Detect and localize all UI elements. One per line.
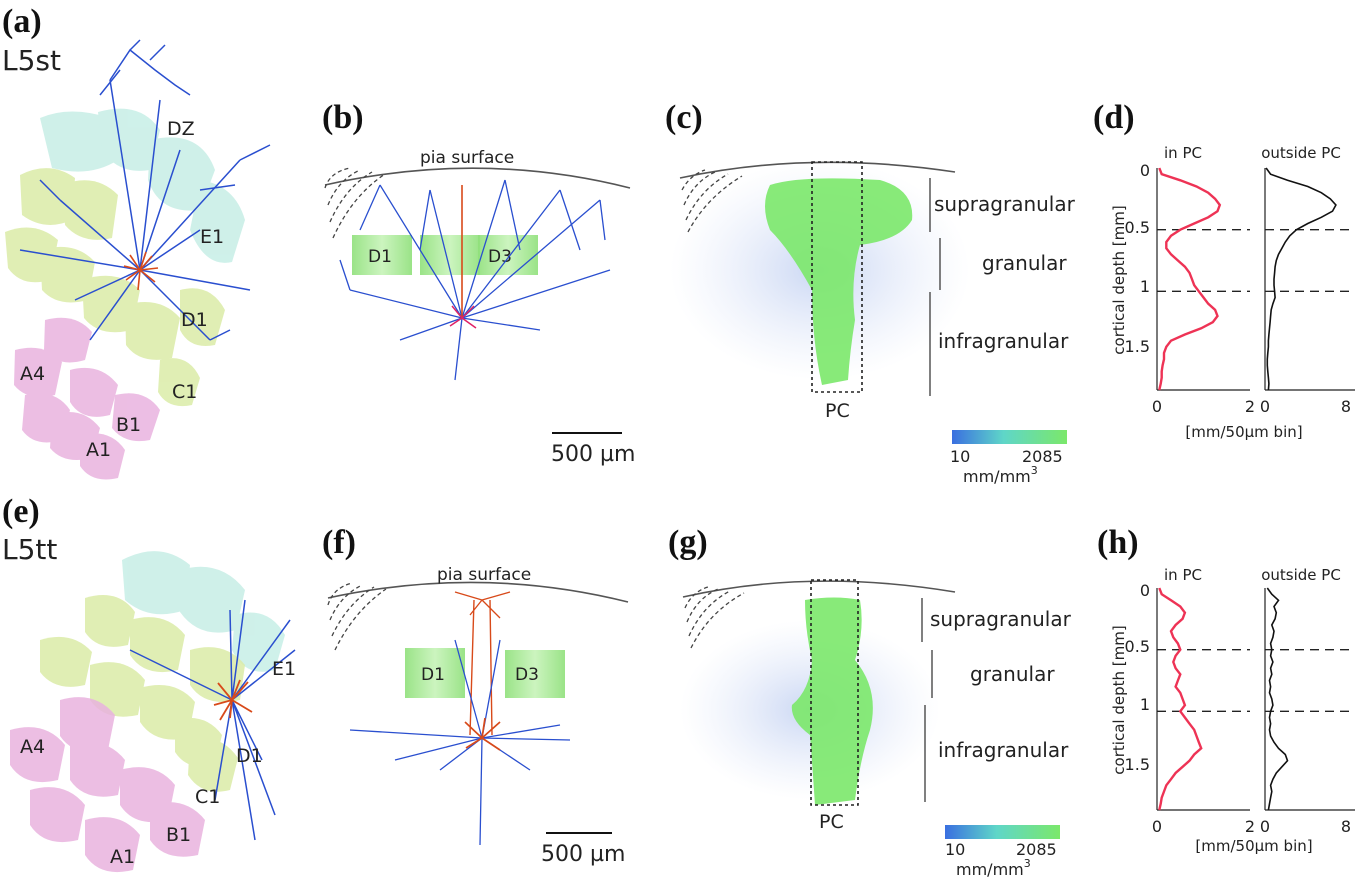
reconstruction-top: pia surface D1 D3 500 µm — [324, 148, 635, 467]
colorbar-min-top: 10 — [950, 447, 970, 466]
xtick-d-out-0: 0 — [1260, 397, 1270, 416]
cell-type-label-bottom: L5tt — [2, 533, 57, 566]
xtick-d-out-1: 8 — [1341, 397, 1351, 416]
barrel-label-top-A4: A4 — [20, 363, 45, 385]
plot-title-d-in: in PC — [1164, 144, 1202, 162]
pia-label-bottom: pia surface — [437, 565, 531, 585]
xtick-h-out-1: 8 — [1341, 817, 1351, 836]
colorbar-max-bottom: 2085 — [1016, 840, 1057, 859]
layer-label-bottom-infragranular: infragranular — [938, 738, 1069, 762]
ytick-h-3: 1.5 — [1125, 755, 1150, 774]
barrel-label-bottom-E1: E1 — [272, 658, 296, 680]
ylabel-d: cortical depth [mm] — [1110, 205, 1128, 354]
xlabel-d: [mm/50µm bin] — [1185, 423, 1302, 441]
barrel-label-top-D1: D1 — [181, 309, 208, 331]
xtick-h-out-0: 0 — [1260, 817, 1270, 836]
pia-label-top: pia surface — [420, 148, 514, 168]
ytick-h-1: 0.5 — [1125, 637, 1150, 656]
reconstruction-bottom: pia surface D1 D3 500 µm — [327, 565, 629, 867]
scalebar-label-bottom: 500 µm — [541, 842, 625, 867]
barrel-label-bottom-C1: C1 — [195, 786, 220, 808]
barrel-label-bottom-A1: A1 — [110, 846, 135, 868]
layer-label-top-supragranular: supragranular — [934, 192, 1076, 216]
column-label-top-D3: D3 — [488, 247, 512, 267]
layer-label-bottom-supragranular: supragranular — [930, 607, 1072, 631]
colorbar-unit-base-bottom: mm/mm — [956, 860, 1024, 879]
layer-label-bottom-granular: granular — [970, 662, 1055, 686]
series-line-outside-pc — [1265, 167, 1337, 391]
barrel-field-bottom: E1 D1 C1 B1 A1 A4 — [10, 551, 296, 873]
panel-label-a: (a) — [2, 3, 42, 40]
ytick-d-0: 0 — [1140, 161, 1150, 180]
colorbar-unit-top: mm/mm3 — [963, 464, 1038, 486]
panel-label-f: (f) — [322, 524, 356, 561]
panel-label-e: (e) — [2, 493, 40, 530]
plot-title-h-in: in PC — [1164, 566, 1202, 584]
xtick-d-in-1: 2 — [1245, 397, 1255, 416]
barrel-label-bottom-B1: B1 — [166, 824, 191, 846]
xlabel-h: [mm/50µm bin] — [1195, 837, 1312, 855]
layer-label-top-infragranular: infragranular — [938, 329, 1069, 353]
layer-label-top-granular: granular — [982, 251, 1067, 275]
barrel-label-bottom-D1: D1 — [236, 745, 263, 767]
pc-label-bottom: PC — [819, 811, 844, 833]
panel-label-c: (c) — [665, 99, 703, 136]
pc-label-top: PC — [825, 400, 850, 422]
xtick-h-in-1: 2 — [1245, 817, 1255, 836]
barrel-label-top-C1: C1 — [172, 381, 197, 403]
ytick-d-3: 1.5 — [1125, 337, 1150, 356]
ylabel-h: cortical depth [mm] — [1110, 625, 1128, 774]
barrel-label-top-A1: A1 — [86, 439, 111, 461]
colorbar-unit-sup-bottom: 3 — [1024, 857, 1031, 870]
plot-title-h-out: outside PC — [1261, 566, 1341, 584]
ytick-d-2: 1 — [1140, 277, 1150, 296]
panel-label-b: (b) — [322, 99, 364, 136]
series-line-in-pc — [1158, 167, 1222, 391]
panel-label-h: (h) — [1097, 524, 1139, 561]
ytick-h-0: 0 — [1140, 581, 1150, 600]
depth-profile-bottom: in PC outside PC 0 0.5 1 1.5 0 2 0 8 [mm… — [1110, 566, 1355, 855]
barrel-label-top-B1: B1 — [116, 414, 141, 436]
column-label-top-D1: D1 — [368, 247, 392, 267]
depth-profile-top: in PC outside PC 0 0.5 1 1.5 0 2 0 8 [mm… — [1110, 144, 1355, 441]
barrel-field-top: DZ E1 D1 C1 B1 A1 A4 — [5, 39, 271, 480]
panel-label-g: (g) — [668, 524, 708, 561]
density-map-bottom: PC supragranular granular infragranular … — [680, 579, 1072, 879]
column-label-bottom-D1: D1 — [421, 665, 445, 685]
colorbar-max-top: 2085 — [1022, 447, 1063, 466]
density-map-top: PC supragranular granular infragranular … — [670, 160, 1076, 486]
colorbar-min-bottom: 10 — [945, 840, 965, 859]
cell-type-label-top: L5st — [2, 44, 61, 77]
colorbar-unit-bottom: mm/mm3 — [956, 857, 1031, 879]
column-label-bottom-D3: D3 — [515, 665, 539, 685]
barrel-label-bottom-A4: A4 — [20, 736, 45, 758]
series-line-in-pc — [1158, 587, 1203, 811]
colorbar-unit-sup-top: 3 — [1031, 464, 1038, 477]
ytick-h-2: 1 — [1140, 695, 1150, 714]
plot-title-d-out: outside PC — [1261, 144, 1341, 162]
xtick-h-in-0: 0 — [1152, 817, 1162, 836]
series-line-outside-pc — [1266, 587, 1289, 811]
colorbar-unit-base-top: mm/mm — [963, 467, 1031, 486]
ytick-d-1: 0.5 — [1125, 218, 1150, 237]
panel-label-d: (d) — [1093, 99, 1135, 136]
barrel-label-top-E1: E1 — [200, 226, 224, 248]
barrel-label-top-DZ: DZ — [167, 118, 195, 140]
scalebar-label-top: 500 µm — [551, 442, 635, 467]
xtick-d-in-0: 0 — [1152, 397, 1162, 416]
